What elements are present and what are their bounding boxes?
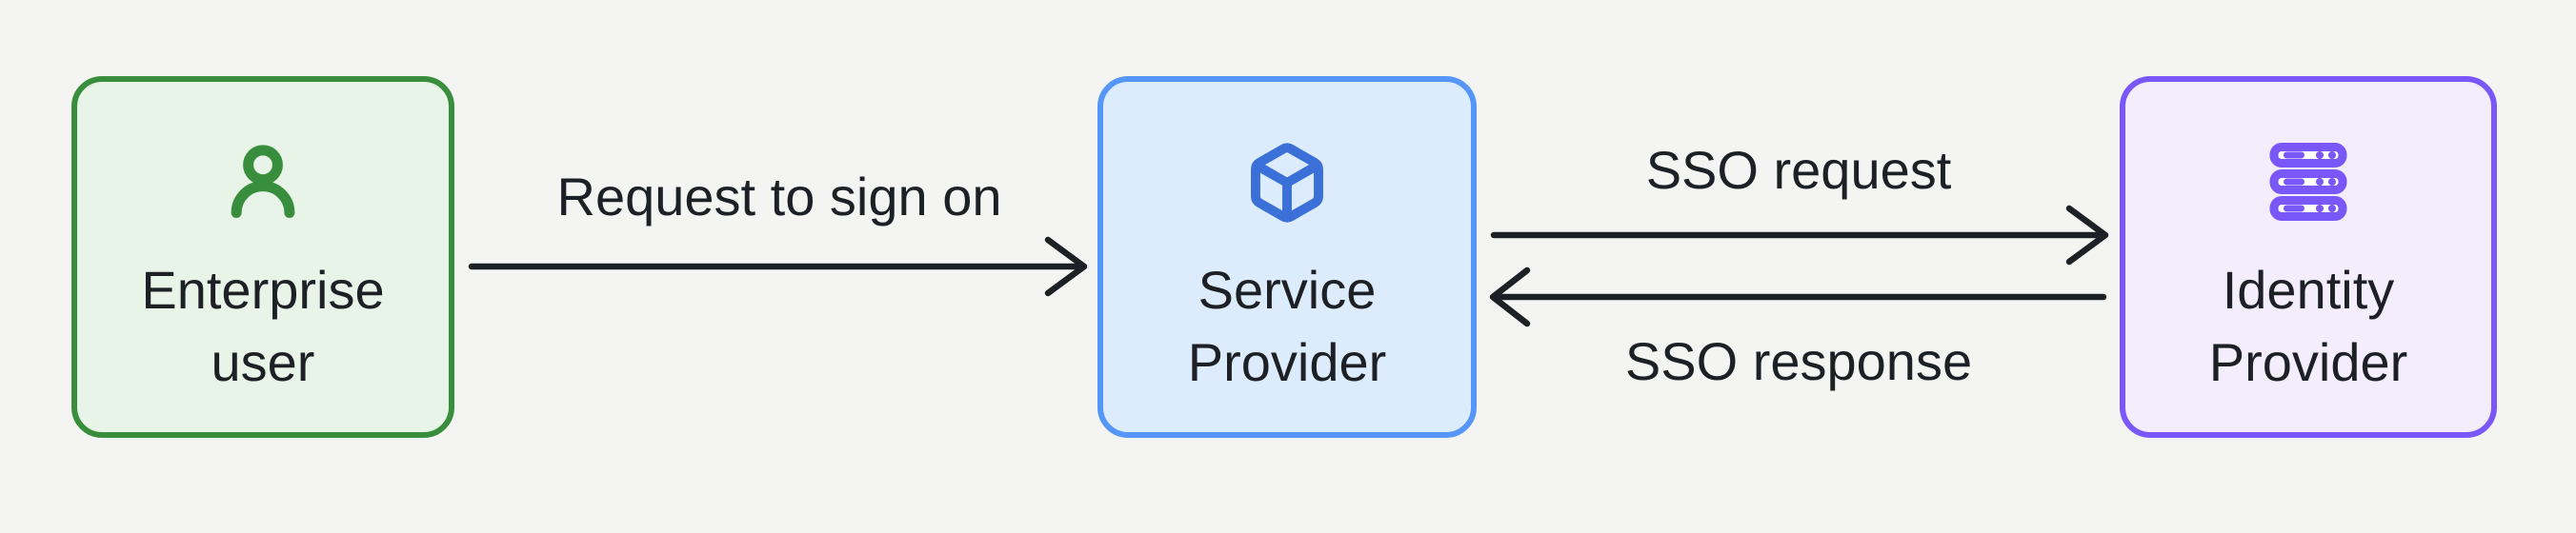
node-identity-provider: Identity Provider xyxy=(2120,76,2497,438)
node-service-provider: Service Provider xyxy=(1097,76,1477,438)
box-icon xyxy=(1245,141,1329,225)
edge-label-sso-response: SSO response xyxy=(1624,331,1973,391)
arrow-request-to-sign-on xyxy=(468,236,1088,297)
node-label-line: Enterprise xyxy=(141,260,385,320)
arrowhead-right-icon xyxy=(2065,205,2109,266)
node-label-line: Provider xyxy=(1187,332,1387,392)
arrow-sso-request xyxy=(1490,205,2109,266)
edge-label-sso-request: SSO request xyxy=(1645,140,1952,200)
arrowhead-right-icon xyxy=(1044,236,1088,297)
user-icon xyxy=(221,141,305,225)
node-label-line: Service xyxy=(1197,260,1377,320)
node-label-enterprise-user: Enterprise user xyxy=(141,254,384,399)
node-label-line: Provider xyxy=(2208,332,2408,392)
arrowhead-left-icon xyxy=(1489,266,1531,327)
server-stack-icon xyxy=(2266,141,2350,225)
node-label-identity-provider: Identity Provider xyxy=(2209,254,2408,399)
node-label-line: user xyxy=(211,332,315,392)
node-label-service-provider: Service Provider xyxy=(1188,254,1387,399)
edge-label-request-to-sign-on: Request to sign on xyxy=(556,167,1002,227)
arrow-sso-response xyxy=(1489,266,2107,327)
node-label-line: Identity xyxy=(2222,260,2395,320)
node-enterprise-user: Enterprise user xyxy=(71,76,454,438)
